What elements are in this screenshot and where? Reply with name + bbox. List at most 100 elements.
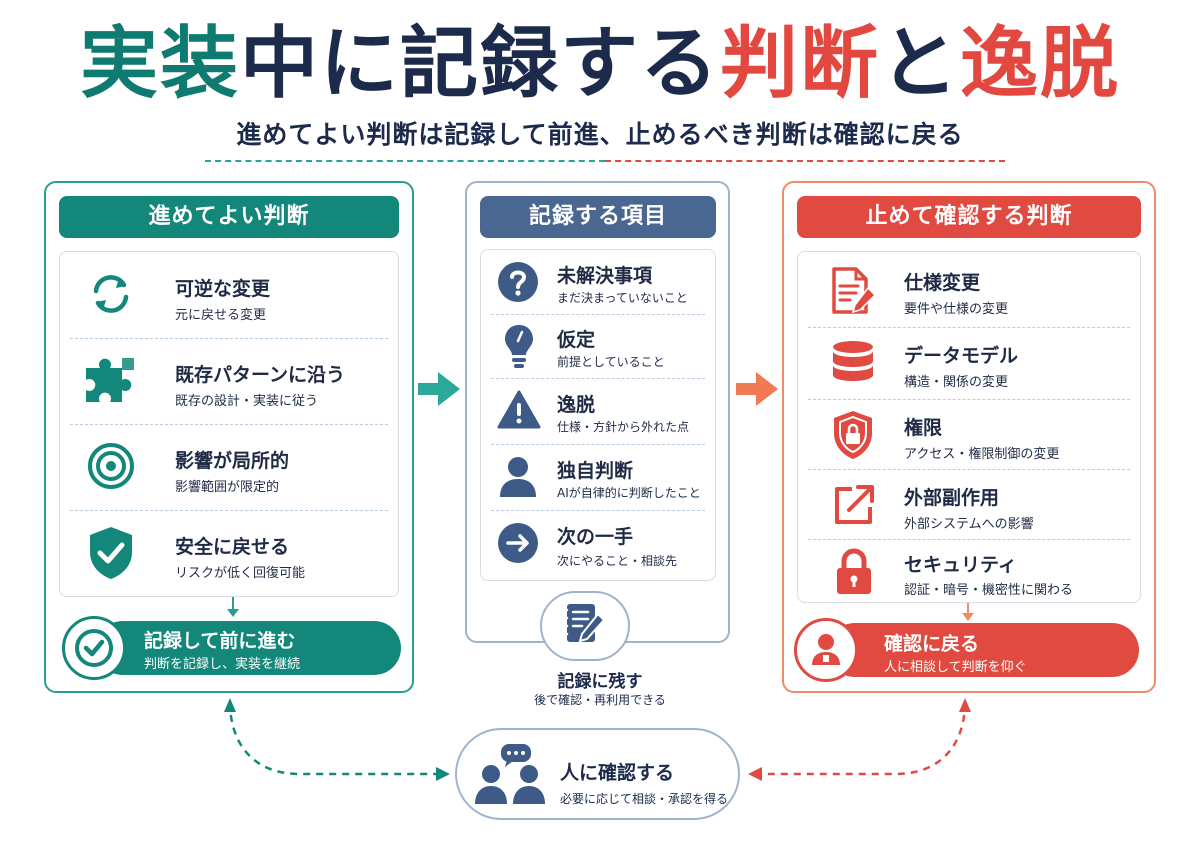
person-badge-icon [794, 618, 858, 682]
divider [808, 399, 1130, 400]
stop-item-title: 権限 [904, 417, 943, 439]
proceed-item-desc: 元に戻せる変更 [175, 308, 267, 323]
proceed-item-title: 影響が局所的 [175, 450, 290, 472]
record-item-title: 未解決事項 [557, 265, 653, 287]
stop-item-title: セキュリティ [904, 554, 1017, 576]
proceed-item-title: 安全に戻せる [175, 536, 290, 558]
list-item: 次の一手 次にやること・相談先 [481, 510, 715, 580]
cycle-arrows-icon [88, 271, 134, 317]
shield-check-icon [87, 525, 135, 581]
stop-item-desc: 要件や仕様の変更 [904, 302, 1009, 317]
list-item: 仮定 前提としていること [481, 314, 715, 378]
divider [491, 378, 705, 379]
record-item-desc: 次にやること・相談先 [557, 554, 678, 568]
proceed-item-desc: 影響範囲が限定的 [175, 480, 280, 495]
check-circle-icon [62, 616, 126, 680]
panel-record: 記録する項目 未解決事項 まだ決まっていないこと 仮定 前提としていること 逸脱 [465, 181, 730, 643]
page-title: 実装中に記録する判断と逸脱 [0, 14, 1200, 114]
panel-stop-heading: 止めて確認する判断 [797, 196, 1141, 238]
list-item: 外部副作用 外部システムへの影響 [798, 469, 1140, 539]
external-link-icon [832, 483, 876, 527]
divider [808, 327, 1130, 328]
stop-item-desc: 外部システムへの影響 [904, 517, 1034, 532]
title-part-4: 判断 [720, 19, 881, 109]
page-subtitle: 進めてよい判断は記録して前進、止めるべき判断は確認に戻る [236, 120, 964, 149]
title-part-1: 実装 [79, 19, 240, 109]
record-item-title: 独自判断 [557, 460, 634, 482]
lightbulb-icon [503, 323, 535, 369]
list-item: 未解決事項 まだ決まっていないこと [481, 250, 715, 314]
human-confirm-box: 人に確認する 必要に応じて相談・承認を得る [455, 728, 740, 820]
record-item-desc: 仕様・方針から外れた点 [557, 420, 690, 434]
person-icon [498, 456, 538, 498]
stop-item-title: 仕様変更 [904, 272, 981, 294]
list-item: 逸脱 仕様・方針から外れた点 [481, 378, 715, 444]
list-item: データモデル 構造・関係の変更 [798, 327, 1140, 399]
stop-item-title: 外部副作用 [904, 487, 1000, 509]
divider [491, 510, 705, 511]
stop-item-desc: 構造・関係の変更 [904, 375, 1009, 390]
proceed-item-title: 既存パターンに沿う [175, 364, 346, 386]
proceed-list: 可逆な変更 元に戻せる変更 既存パターンに沿う 既存の設計・実装に従う [59, 251, 399, 597]
divider [491, 444, 705, 445]
list-item: セキュリティ 認証・暗号・機密性に関わる [798, 539, 1140, 604]
title-part-6: 逸脱 [960, 19, 1121, 109]
record-item-title: 次の一手 [557, 526, 634, 548]
title-part-3: に記録する [319, 19, 720, 109]
record-item-title: 逸脱 [557, 394, 596, 416]
database-icon [831, 340, 875, 388]
list-item: 安全に戻せる リスクが低く回復可能 [60, 510, 398, 596]
puzzle-icon [82, 354, 138, 406]
record-item-desc: AIが自律的に判断したこと [557, 486, 701, 500]
arrow-right-orange-icon [736, 372, 778, 406]
list-item: 仕様変更 要件や仕様の変更 [798, 252, 1140, 327]
record-footer-desc: 後で確認・再利用できる [534, 693, 666, 707]
target-icon [86, 441, 136, 491]
record-list: 未解決事項 まだ決まっていないこと 仮定 前提としていること 逸脱 仕様・方針か… [480, 249, 716, 581]
divider [70, 510, 388, 511]
stop-action-title: 確認に戻る [884, 633, 980, 655]
list-item: 独自判断 AIが自律的に判断したこと [481, 444, 715, 510]
document-edit-icon [830, 266, 878, 316]
panel-proceed-heading: 進めてよい判断 [59, 196, 399, 238]
panel-proceed: 進めてよい判断 可逆な変更 元に戻せる変更 [44, 181, 414, 693]
proceed-item-desc: 既存の設計・実装に従う [175, 394, 319, 409]
record-footer-title: 記録に残す [557, 672, 643, 692]
notebook-pen-icon [540, 591, 630, 661]
proceed-action-desc: 判断を記録し、実装を継続 [144, 657, 301, 672]
shield-lock-icon [831, 409, 875, 461]
stop-list: 仕様変更 要件や仕様の変更 データモデル 構造・関係の変更 権限 アクセス・権限… [797, 251, 1141, 603]
stop-item-desc: 認証・暗号・機密性に関わる [904, 583, 1074, 598]
stop-action-desc: 人に相談して判断を仰ぐ [884, 660, 1027, 675]
record-item-title: 仮定 [557, 329, 596, 351]
record-item-desc: まだ決まっていないこと [557, 291, 688, 305]
down-arrow-icon [227, 597, 239, 619]
record-item-desc: 前提としていること [557, 355, 665, 369]
arrow-right-teal-icon [418, 372, 460, 406]
proceed-action-title: 記録して前に進む [144, 630, 296, 652]
stop-action: 確認に戻る 人に相談して判断を仰ぐ [828, 623, 1139, 677]
title-part-2: 中 [239, 19, 320, 109]
stop-item-title: データモデル [904, 345, 1019, 367]
proceed-action: 記録して前に進む 判断を記録し、実装を継続 [96, 621, 401, 675]
divider [70, 424, 388, 425]
panel-stop: 止めて確認する判断 仕様変更 要件や仕様の変更 データモデル 構造・関係の変更 … [782, 181, 1156, 693]
divider [808, 469, 1130, 470]
arrow-right-icon [497, 522, 539, 564]
warning-icon [497, 390, 541, 430]
padlock-icon [834, 548, 874, 596]
list-item: 権限 アクセス・権限制御の変更 [798, 399, 1140, 469]
proceed-item-desc: リスクが低く回復可能 [175, 566, 306, 581]
divider [70, 338, 388, 339]
human-confirm-desc: 必要に応じて相談・承認を得る [560, 792, 729, 806]
panel-record-heading: 記録する項目 [480, 196, 716, 238]
list-item: 既存パターンに沿う 既存の設計・実装に従う [60, 338, 398, 424]
divider [491, 314, 705, 315]
human-confirm-title: 人に確認する [560, 762, 675, 784]
proceed-item-title: 可逆な変更 [175, 278, 271, 300]
list-item: 影響が局所的 影響範囲が限定的 [60, 424, 398, 510]
question-icon [497, 261, 539, 303]
list-item: 可逆な変更 元に戻せる変更 [60, 252, 398, 338]
stop-item-desc: アクセス・権限制御の変更 [904, 447, 1060, 462]
